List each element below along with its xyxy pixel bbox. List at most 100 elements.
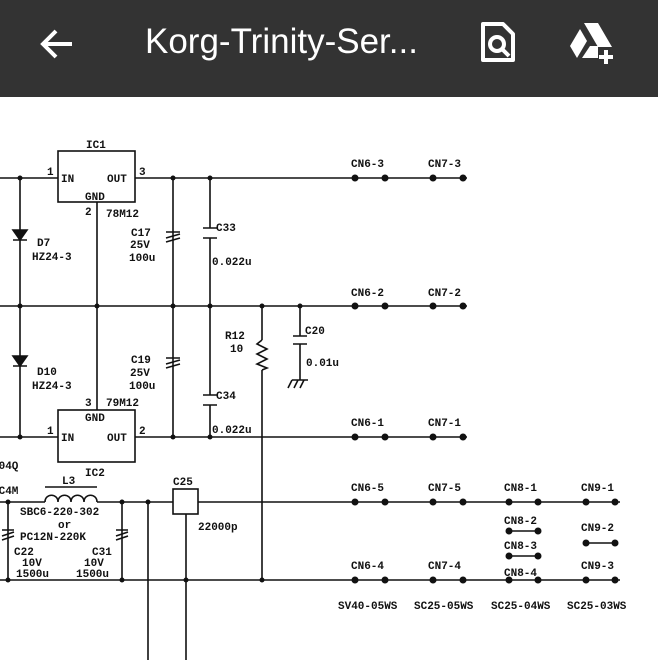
junction-dot bbox=[582, 539, 590, 547]
label: OUT bbox=[107, 433, 127, 445]
junction-dot bbox=[534, 576, 542, 584]
junction-dot bbox=[459, 302, 467, 310]
junction-dot bbox=[259, 303, 265, 309]
ground-symbol bbox=[287, 379, 308, 389]
find-in-page-icon[interactable] bbox=[478, 20, 518, 64]
part-number: SV40-05WS bbox=[338, 601, 398, 613]
junction-dot bbox=[5, 577, 11, 583]
label: IC1 bbox=[86, 140, 106, 152]
connector-label: CN8-2 bbox=[504, 516, 537, 528]
label: 25V bbox=[130, 368, 150, 380]
label: 10V bbox=[22, 558, 42, 570]
junction-dot bbox=[207, 303, 213, 309]
junction-dot bbox=[505, 576, 513, 584]
c20-symbol bbox=[293, 335, 307, 345]
d7-diode bbox=[11, 229, 29, 242]
connector-label: CN6-2 bbox=[351, 288, 384, 300]
label: R12 bbox=[225, 331, 245, 343]
junction-dot bbox=[429, 302, 437, 310]
junction-dot bbox=[582, 576, 590, 584]
label: or bbox=[58, 520, 71, 532]
label: 25V bbox=[130, 240, 150, 252]
label: 3 bbox=[85, 398, 92, 410]
c19-symbol bbox=[165, 357, 181, 369]
label: 1 bbox=[47, 426, 54, 438]
ic1-box bbox=[57, 150, 136, 203]
connector-label: CN6-4 bbox=[351, 561, 384, 573]
label: 79M12 bbox=[106, 398, 139, 410]
part-number: SC25-05WS bbox=[414, 601, 474, 613]
junction-dot bbox=[582, 498, 590, 506]
components bbox=[1, 150, 615, 557]
label: C31 bbox=[92, 547, 112, 559]
label: 1500u bbox=[16, 569, 49, 581]
label: 10V bbox=[84, 558, 104, 570]
connector-label: CN7-5 bbox=[428, 483, 461, 495]
junction-dot bbox=[534, 552, 542, 560]
junction-dot bbox=[381, 433, 389, 441]
label: 2 bbox=[85, 207, 92, 219]
junction-dot bbox=[381, 498, 389, 506]
junction-dot bbox=[17, 434, 23, 440]
wires bbox=[0, 177, 620, 660]
connector-label: CN8-3 bbox=[504, 541, 537, 553]
junction-dot bbox=[459, 576, 467, 584]
junction-dot bbox=[459, 174, 467, 182]
junction-dot bbox=[207, 434, 213, 440]
junction-dot bbox=[119, 499, 125, 505]
label: 100u bbox=[129, 381, 155, 393]
label: 10 bbox=[230, 344, 243, 356]
junction-dot bbox=[351, 302, 359, 310]
connector-pads bbox=[351, 174, 619, 584]
junction-dot bbox=[611, 576, 619, 584]
junction-dot bbox=[17, 175, 23, 181]
app-bar: Korg-Trinity-Ser... bbox=[0, 0, 658, 97]
part-number: SC25-04WS bbox=[491, 601, 551, 613]
label: C25 bbox=[173, 477, 193, 489]
junction-dot bbox=[183, 577, 189, 583]
c22-symbol bbox=[1, 529, 15, 541]
component-labels: IC1 IN OUT GND 1 2 3 78M12 IC2 IN OUT GN… bbox=[0, 140, 339, 581]
label: GND bbox=[85, 413, 105, 425]
connector-label: CN8-1 bbox=[504, 483, 537, 495]
junctions bbox=[5, 175, 303, 583]
label: SC4M bbox=[0, 486, 19, 498]
arrow-back-icon[interactable] bbox=[36, 24, 76, 64]
label: 1500u bbox=[76, 569, 109, 581]
connector-labels: CN6-3 CN7-3 CN6-2 CN7-2 CN6-1 CN7-1 CN6-… bbox=[338, 159, 627, 613]
label: C17 bbox=[131, 228, 151, 240]
label: 0.022u bbox=[212, 257, 252, 269]
label: OUT bbox=[107, 174, 127, 186]
junction-dot bbox=[351, 498, 359, 506]
junction-dot bbox=[170, 175, 176, 181]
connector-label: CN7-2 bbox=[428, 288, 461, 300]
d10-diode bbox=[11, 355, 29, 368]
connector-label: CN8-4 bbox=[504, 568, 537, 580]
document-page[interactable]: IC1 IN OUT GND 1 2 3 78M12 IC2 IN OUT GN… bbox=[0, 97, 658, 660]
label: C33 bbox=[216, 223, 236, 235]
junction-dot bbox=[459, 433, 467, 441]
junction-dot bbox=[505, 527, 513, 535]
c33-symbol bbox=[203, 227, 217, 239]
label: SBC6-220-302 bbox=[20, 507, 99, 519]
junction-dot bbox=[381, 302, 389, 310]
junction-dot bbox=[351, 433, 359, 441]
connector-label: CN7-4 bbox=[428, 561, 461, 573]
add-to-drive-icon[interactable] bbox=[566, 20, 618, 64]
connector-label: CN9-3 bbox=[581, 561, 614, 573]
junction-dot bbox=[429, 576, 437, 584]
label: PC12N-220K bbox=[20, 532, 86, 544]
label: C34 bbox=[216, 391, 236, 403]
junction-dot bbox=[297, 303, 303, 309]
label: C22 bbox=[14, 547, 34, 559]
part-number: SC25-03WS bbox=[567, 601, 627, 613]
connector-label: CN9-1 bbox=[581, 483, 614, 495]
junction-dot bbox=[429, 433, 437, 441]
c17-symbol bbox=[165, 231, 181, 243]
label: D7 bbox=[37, 238, 50, 250]
c25-box bbox=[172, 488, 199, 515]
junction-dot bbox=[170, 303, 176, 309]
label: L3 bbox=[62, 476, 76, 488]
label: IC2 bbox=[85, 468, 105, 480]
c31-symbol bbox=[115, 529, 129, 541]
